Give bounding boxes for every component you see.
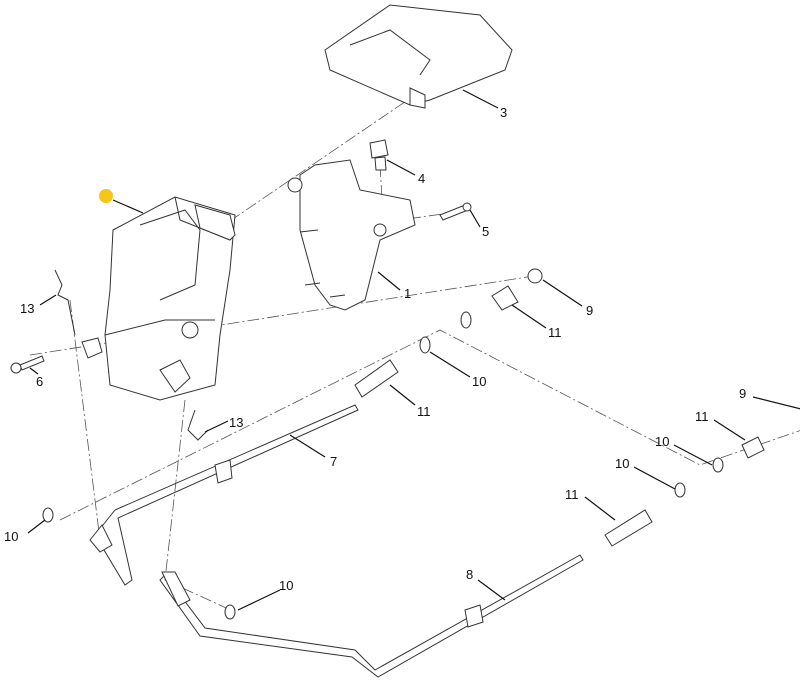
highlight-marker[interactable] [99,189,113,203]
callout-9: 9 [739,386,746,401]
callout-11: 11 [548,325,562,340]
callout-8: 8 [466,567,473,582]
callout-4: 4 [418,171,425,186]
callout-11: 11 [695,409,709,424]
callout-10: 10 [472,374,486,389]
callout-5: 5 [482,224,489,239]
callout-13: 13 [229,415,243,430]
part-screw [10,355,45,374]
callout-6: 6 [36,374,43,389]
callout-11: 11 [417,404,431,419]
callout-11: 11 [565,487,579,502]
part-bracket [287,159,416,311]
callout-13: 13 [20,301,34,316]
part-hardware-lower [42,436,765,620]
callout-1: 1 [404,286,411,301]
leader-lines [27,89,800,611]
part-rod-7 [89,404,359,586]
callout-10: 10 [4,529,18,544]
part-pin [439,202,472,221]
callout-10: 10 [279,578,293,593]
part-cover [324,4,513,109]
callout-10: 10 [655,434,669,449]
part-actuator [81,196,236,401]
highlight-leader [112,199,144,214]
part-rod-8 [159,554,584,678]
callout-10: 10 [615,456,629,471]
callout-7: 7 [330,454,337,469]
part-bolt [369,139,389,171]
part-hardware-upper [354,268,543,398]
callout-9: 9 [586,303,593,318]
callout-3: 3 [500,105,507,120]
part-clips [54,269,209,441]
